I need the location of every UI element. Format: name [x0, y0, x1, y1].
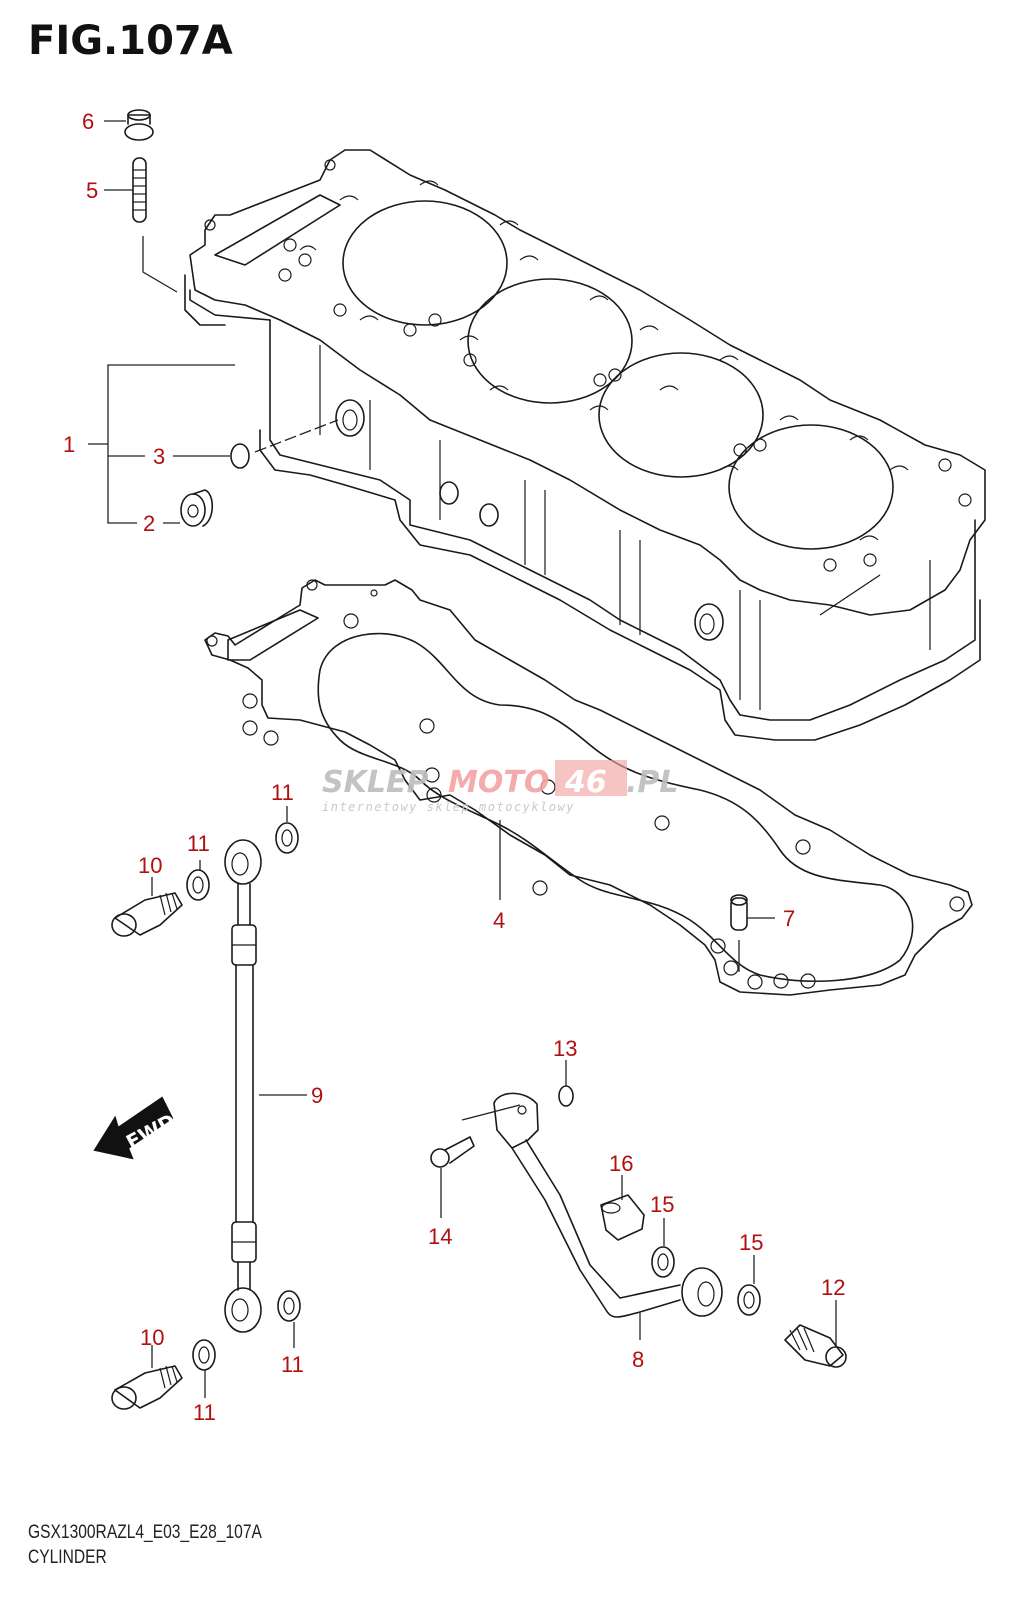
callout-10[interactable]: 10	[140, 1325, 164, 1350]
watermark-46: 46	[564, 765, 607, 800]
callout-14[interactable]: 14	[428, 1224, 452, 1249]
callout-13[interactable]: 13	[553, 1036, 577, 1061]
gasket-washer-part	[737, 1284, 761, 1316]
watermark-subtitle: internetowy sklep motocyklowy	[322, 800, 575, 814]
callout-11[interactable]: 11	[187, 831, 210, 856]
dowel-pin-part	[730, 894, 748, 931]
gasket-washer-part	[651, 1246, 675, 1278]
gasket-washer-part	[192, 1339, 216, 1371]
oil-pipe-part	[493, 1092, 723, 1318]
callout-2[interactable]: 2	[143, 511, 155, 536]
callout-15[interactable]: 15	[650, 1192, 674, 1217]
watermark-moto: MOTO	[448, 765, 549, 800]
plug-part	[180, 489, 214, 527]
callout-16[interactable]: 16	[609, 1151, 633, 1176]
callout-11[interactable]: 11	[193, 1400, 216, 1425]
stud-part	[132, 157, 147, 223]
callout-9[interactable]: 9	[311, 1083, 323, 1108]
nut-part	[124, 109, 154, 141]
o-ring-part	[558, 1085, 574, 1107]
oil-hose-part	[224, 839, 262, 1333]
bolt-part	[430, 1136, 475, 1168]
callout-11[interactable]: 11	[271, 780, 294, 805]
callout-11[interactable]: 11	[281, 1352, 304, 1377]
model-code: GSX1300RAZL4_E03_E28_107A	[28, 1522, 262, 1543]
gasket-washer-part	[275, 822, 299, 854]
leader-lines	[88, 120, 837, 1398]
callout-4[interactable]: 4	[493, 908, 505, 933]
union-bolt-part	[784, 1324, 847, 1368]
figure-title: FIG.107A	[28, 18, 233, 64]
gasket-washer-part	[277, 1290, 301, 1322]
callout-7[interactable]: 7	[783, 906, 795, 931]
watermark-sklep: SKLEP	[322, 765, 428, 800]
cap-part	[600, 1194, 645, 1241]
union-bolt-part	[111, 1365, 183, 1410]
callout-5[interactable]: 5	[86, 178, 98, 203]
fwd-arrow-icon: FWD	[93, 1096, 180, 1160]
callout-3[interactable]: 3	[153, 444, 165, 469]
callout-1[interactable]: 1	[63, 432, 75, 457]
o-ring-part	[230, 443, 250, 469]
callout-6[interactable]: 6	[82, 109, 94, 134]
union-bolt-part	[111, 892, 183, 937]
section-name: CYLINDER	[28, 1547, 107, 1568]
watermark: SKLEP MOTO 46 .PL internetowy sklep moto…	[322, 760, 679, 814]
gasket-washer-part	[186, 869, 210, 901]
callout-8[interactable]: 8	[632, 1347, 644, 1372]
cylinder-block	[184, 149, 986, 741]
callout-12[interactable]: 12	[821, 1275, 845, 1300]
callout-10[interactable]: 10	[138, 853, 162, 878]
watermark-pl: .PL	[626, 765, 679, 800]
cylinder-gasket	[204, 579, 973, 996]
callout-15[interactable]: 15	[739, 1230, 763, 1255]
